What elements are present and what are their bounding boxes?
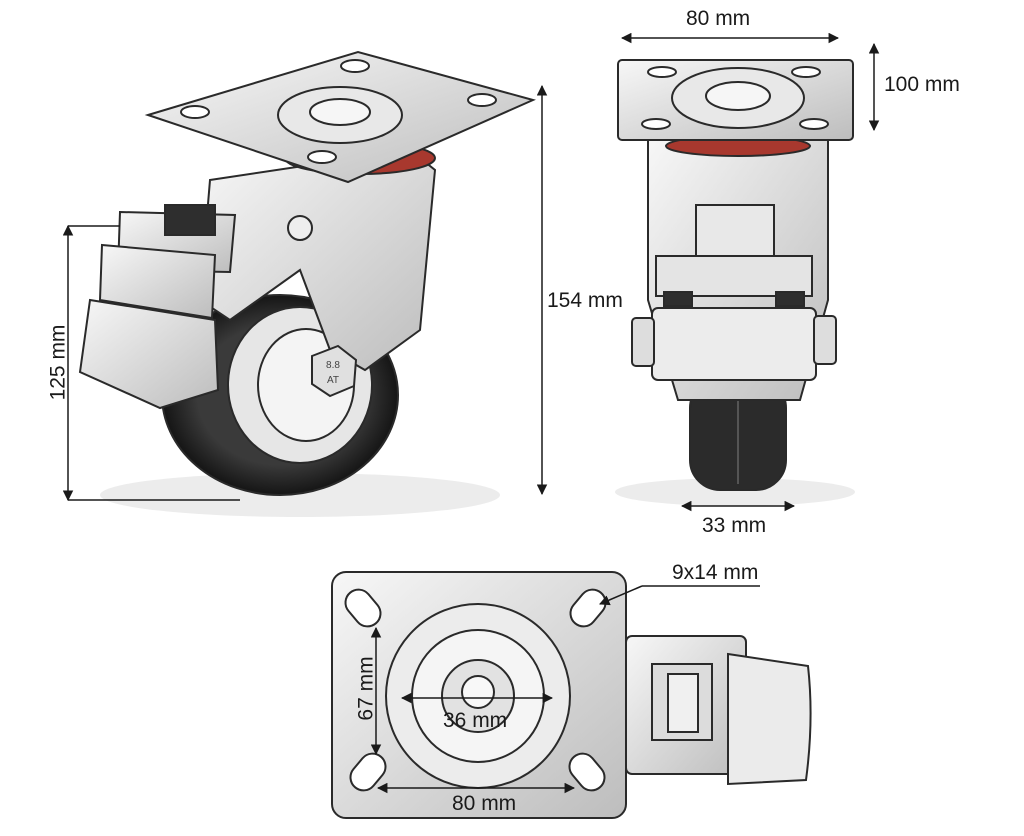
front-axle-nut-right <box>813 315 837 365</box>
front-plate-hole-3 <box>641 118 671 130</box>
front-dimensions <box>620 32 880 512</box>
front-plate-boss-inner <box>705 81 771 111</box>
plate-hole-4 <box>307 150 337 164</box>
perspective-view: 8.8 AT <box>78 50 536 517</box>
hole-spacing-horizontal-label: 80 mm <box>452 792 517 815</box>
brake-bracket <box>98 243 217 320</box>
top-view <box>331 571 812 819</box>
plate-hole-3 <box>467 93 497 107</box>
front-brake-window <box>695 204 775 258</box>
front-latch-right <box>775 291 805 307</box>
hole-size-leader-arrow <box>599 585 643 606</box>
plate-depth-label: 100 mm <box>884 73 960 96</box>
wheel-height-label: 125 mm <box>46 324 70 401</box>
front-view <box>615 59 855 506</box>
hole-spacing-vertical-label: 67 mm <box>354 656 378 721</box>
plate-hole-1 <box>180 105 210 119</box>
top-brake-latch <box>667 673 699 733</box>
front-plate-hole-1 <box>647 66 677 78</box>
front-axle-nut-left <box>631 317 655 367</box>
plate-width-label: 80 mm <box>686 7 751 30</box>
top-hole-3 <box>349 752 387 792</box>
axle-nut <box>311 344 358 398</box>
perspective-dimensions <box>62 84 548 502</box>
front-brake-pedal <box>651 307 817 381</box>
front-plate-hole-2 <box>791 66 821 78</box>
axle-marking-top: 8.8 <box>326 360 340 371</box>
pivot-rivet <box>287 215 313 241</box>
top-hole-2 <box>569 588 607 628</box>
ground-shadow <box>100 473 500 517</box>
axle-marking-bottom: AT <box>327 375 339 386</box>
front-brake-plate <box>655 255 813 297</box>
front-latch-left <box>663 291 693 307</box>
hole-size-label: 9x14 mm <box>672 561 759 584</box>
front-ground-shadow <box>615 478 855 506</box>
top-hole-4 <box>568 752 606 792</box>
plate-hole-2 <box>340 59 370 73</box>
top-boss-center <box>461 675 495 709</box>
top-plate-holes <box>344 588 607 792</box>
center-diameter-label: 36 mm <box>443 709 508 732</box>
wheel-width-label: 33 mm <box>702 514 767 537</box>
top-dimensions <box>370 585 760 794</box>
brake-pedal <box>78 298 220 410</box>
plate-boss-inner <box>309 98 371 126</box>
brake-latch-opening <box>164 204 216 236</box>
total-height-label: 154 mm <box>547 289 623 312</box>
top-brake-pedal <box>727 652 812 786</box>
top-hole-1 <box>344 588 382 628</box>
front-plate-hole-4 <box>799 118 829 130</box>
